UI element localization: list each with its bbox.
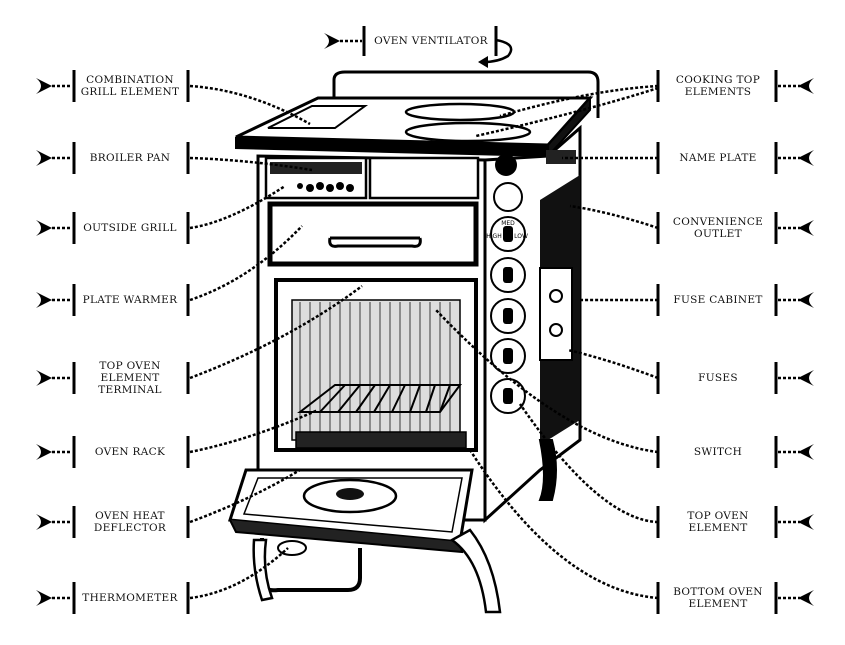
right-wing-icon (798, 78, 814, 94)
label-oven-ventilator: OVEN VENTILATOR (368, 33, 494, 49)
leader-top-oven-element-terminal (189, 284, 363, 380)
leader-cooking-top-elements-b (475, 86, 659, 138)
label-text: NAME PLATE (679, 152, 757, 164)
label-text: COOKING TOP ELEMENTS (675, 74, 761, 98)
label-text: BOTTOM OVEN ELEMENT (673, 586, 763, 610)
leader-oven-heat-deflector (189, 468, 301, 524)
leader-outside-grill (189, 184, 286, 230)
left-wing-icon (36, 370, 52, 386)
oven-back-lines (299, 302, 451, 438)
label-text: THERMOMETER (82, 592, 178, 604)
right-wing-icon (798, 292, 814, 308)
left-wing-icon (36, 514, 52, 530)
label-text: OUTSIDE GRILL (83, 222, 177, 234)
label-text: TOP OVEN ELEMENT (687, 510, 749, 534)
label-broiler-pan: BROILER PAN (76, 150, 184, 166)
right-wing-icon (798, 150, 814, 166)
left-wing-icon (36, 590, 52, 606)
label-switch: SWITCH (664, 444, 772, 460)
leader-top-oven-element (518, 403, 659, 524)
switch-dial-label-med: MED (501, 220, 515, 227)
leader-thermometer (189, 547, 289, 600)
plate-warmer-drawer (267, 201, 479, 267)
left-wing-icon (36, 150, 52, 166)
leader-bottom-oven-element (468, 449, 659, 600)
label-top-oven-element-terminal: TOP OVEN ELEMENT TERMINAL (76, 358, 184, 398)
label-fuses: FUSES (664, 370, 772, 386)
label-thermometer: THERMOMETER (76, 590, 184, 606)
label-text: COMBINATION GRILL ELEMENT (80, 74, 180, 98)
leader-cooking-top-elements-a (499, 84, 659, 118)
label-oven-heat-deflector: OVEN HEAT DEFLECTOR (76, 508, 184, 536)
label-text: FUSE CABINET (673, 294, 763, 306)
leg-front-right (449, 528, 502, 614)
oven-ventilator-arrowhead-icon (478, 56, 488, 68)
label-text: OVEN RACK (94, 446, 166, 458)
left-wing-icon (36, 292, 52, 308)
label-text: PLATE WARMER (82, 294, 178, 306)
right-wing-icon (798, 370, 814, 386)
label-convenience-outlet: CONVENIENCE OUTLET (664, 214, 772, 242)
label-text: FUSES (698, 372, 738, 384)
bottom-oven-element (295, 431, 467, 449)
leg-front-left (252, 538, 274, 602)
leader-broiler-pan (189, 156, 313, 172)
right-wing-icon (798, 444, 814, 460)
leader-combination-grill-element (189, 84, 311, 126)
label-outside-grill: OUTSIDE GRILL (76, 220, 184, 236)
label-oven-rack: OVEN RACK (76, 444, 184, 460)
switch-dial-label-high: HIGH (486, 233, 501, 240)
label-plate-warmer: PLATE WARMER (76, 292, 184, 308)
label-cooking-top-elements: COOKING TOP ELEMENTS (664, 72, 772, 100)
label-text: TOP OVEN ELEMENT TERMINAL (98, 360, 162, 396)
label-fuse-cabinet: FUSE CABINET (664, 292, 772, 308)
label-combination-grill-element: COMBINATION GRILL ELEMENT (76, 70, 184, 102)
left-wing-icon (36, 444, 52, 460)
leader-convenience-outlet (569, 204, 659, 230)
label-text: SWITCH (693, 446, 743, 458)
left-wing-icon (36, 78, 52, 94)
oven-rack (297, 384, 462, 413)
left-wing-icon (36, 220, 52, 236)
drawer-handle (328, 236, 422, 248)
fuse-cabinet (539, 267, 573, 361)
label-top-oven-element: TOP OVEN ELEMENT (664, 508, 772, 536)
label-oven-ventilator-text: OVEN VENTILATOR (374, 35, 488, 47)
name-plate (546, 150, 576, 164)
label-text: CONVENIENCE OUTLET (672, 216, 764, 240)
leader-fuses (567, 348, 659, 380)
right-wing-icon (798, 220, 814, 236)
cooking-top-element-2 (404, 121, 532, 143)
right-wing-icon (798, 590, 814, 606)
label-text: BROILER PAN (89, 152, 171, 164)
right-wing-icon (798, 514, 814, 530)
header-wing-icon (324, 33, 340, 49)
leg-back-right (538, 439, 557, 501)
grill-plate (267, 105, 369, 129)
label-text: OVEN HEAT DEFLECTOR (93, 510, 167, 534)
control-panel (490, 154, 526, 414)
leader-switch (435, 309, 659, 454)
label-bottom-oven-element: BOTTOM OVEN ELEMENT (664, 584, 772, 612)
label-name-plate: NAME PLATE (664, 150, 772, 166)
switch-dial-label-low: LOW (514, 233, 528, 240)
leader-oven-ventilator (483, 38, 513, 64)
